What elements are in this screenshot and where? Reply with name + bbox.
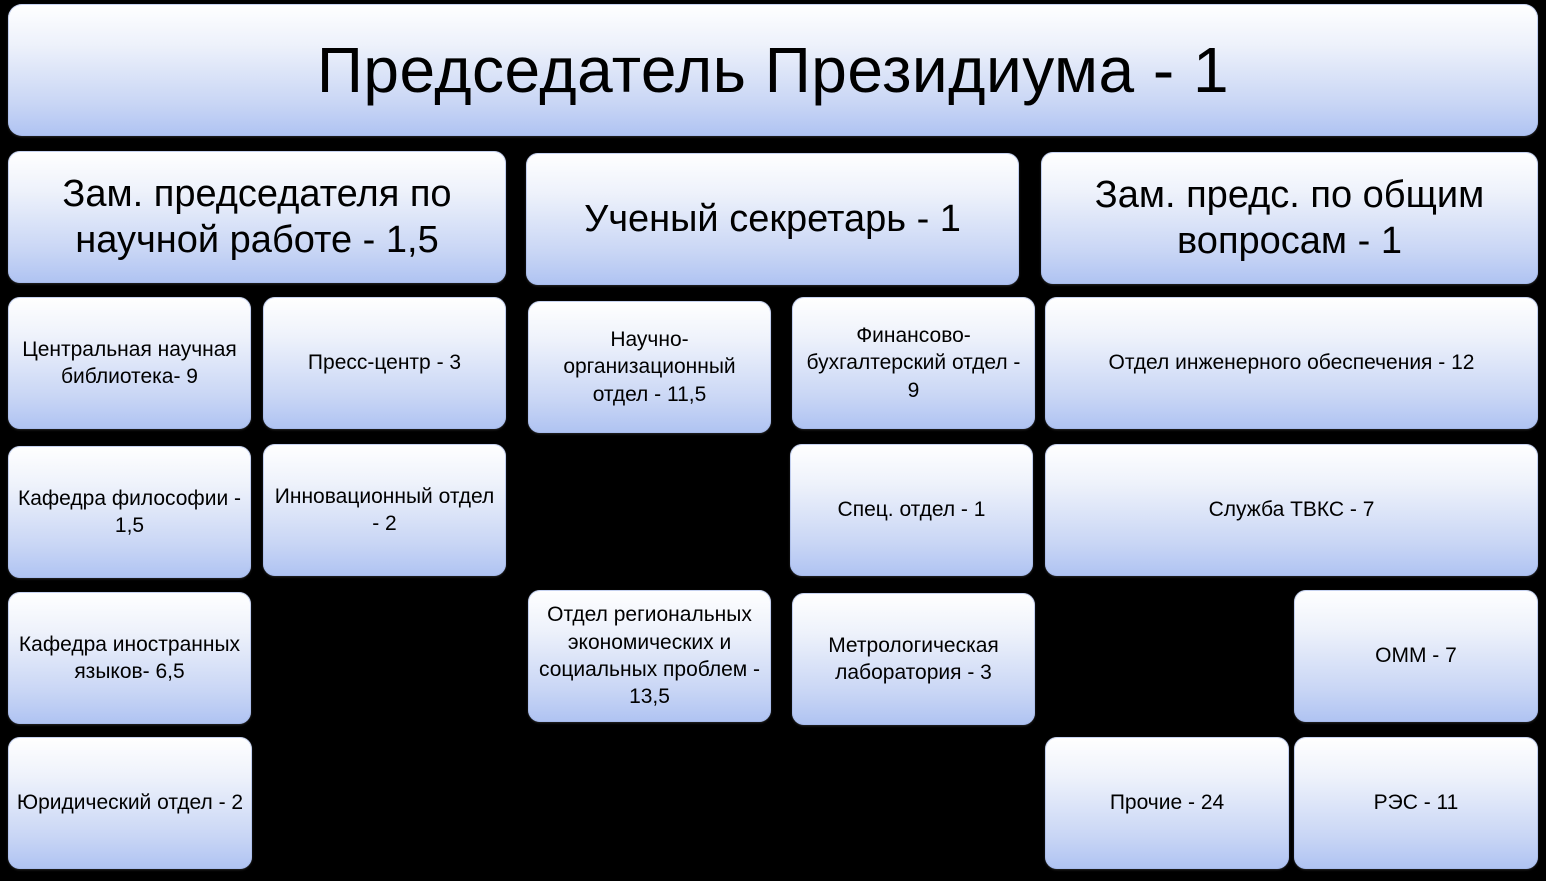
chairman-box: Председатель Президиума - 1: [8, 4, 1538, 136]
metrology-lab-box: Метрологическая лаборатория - 3: [792, 593, 1035, 725]
tvks-service-box: Служба ТВКС - 7: [1045, 444, 1538, 576]
press-center-label: Пресс-центр - 3: [307, 351, 462, 375]
deputy-science-box: Зам. председателя по научной работе - 1,…: [8, 151, 506, 283]
engineering-support-dept-box: Отдел инженерного обеспечения - 12: [1045, 297, 1538, 429]
innovation-dept-box: Инновационный отдел - 2: [263, 444, 506, 576]
innovation-dept-label: Инновационный отдел - 2: [274, 484, 495, 535]
press-center-box: Пресс-центр - 3: [263, 297, 506, 429]
res-box: РЭС - 11: [1294, 737, 1538, 869]
regional-problems-dept-label: Отдел региональных экономических и социа…: [538, 603, 761, 709]
metrology-lab-label: Метрологическая лаборатория - 3: [828, 633, 999, 684]
central-library-label: Центральная научная библиотека- 9: [22, 337, 237, 388]
foreign-languages-dept-label: Кафедра иностранных языков- 6,5: [18, 632, 241, 683]
special-dept-label: Спец. отдел - 1: [837, 498, 986, 522]
central-library-box: Центральная научная библиотека- 9: [8, 297, 251, 429]
philosophy-dept-label: Кафедра философии - 1,5: [17, 486, 241, 537]
special-dept-box: Спец. отдел - 1: [790, 444, 1033, 576]
others-label: Прочие - 24: [1109, 791, 1225, 815]
finance-accounting-dept-label: Финансово-бухгалтерский отдел - 9: [806, 324, 1021, 402]
chairman-label: Председатель Президиума - 1: [316, 34, 1230, 106]
engineering-support-dept-label: Отдел инженерного обеспечения - 12: [1108, 351, 1475, 375]
legal-dept-box: Юридический отдел - 2: [8, 737, 252, 869]
deputy-general-box: Зам. предс. по общим вопросам - 1: [1041, 152, 1538, 284]
scientific-secretary-box: Ученый секретарь - 1: [526, 153, 1019, 285]
deputy-general-label: Зам. предс. по общим вопросам - 1: [1094, 173, 1485, 262]
science-org-dept-box: Научно-организационный отдел - 11,5: [528, 301, 771, 433]
foreign-languages-dept-box: Кафедра иностранных языков- 6,5: [8, 592, 251, 724]
legal-dept-label: Юридический отдел - 2: [16, 791, 244, 815]
science-org-dept-label: Научно-организационный отдел - 11,5: [563, 328, 736, 406]
regional-problems-dept-box: Отдел региональных экономических и социа…: [528, 590, 771, 722]
others-box: Прочие - 24: [1045, 737, 1289, 869]
finance-accounting-dept-box: Финансово-бухгалтерский отдел - 9: [792, 297, 1035, 429]
deputy-science-label: Зам. председателя по научной работе - 1,…: [62, 172, 452, 261]
philosophy-dept-box: Кафедра философии - 1,5: [8, 446, 251, 578]
scientific-secretary-label: Ученый секретарь - 1: [584, 197, 961, 240]
tvks-service-label: Служба ТВКС - 7: [1208, 498, 1375, 522]
omm-label: ОММ - 7: [1375, 644, 1457, 668]
omm-box: ОММ - 7: [1294, 590, 1538, 722]
res-label: РЭС - 11: [1373, 791, 1459, 815]
